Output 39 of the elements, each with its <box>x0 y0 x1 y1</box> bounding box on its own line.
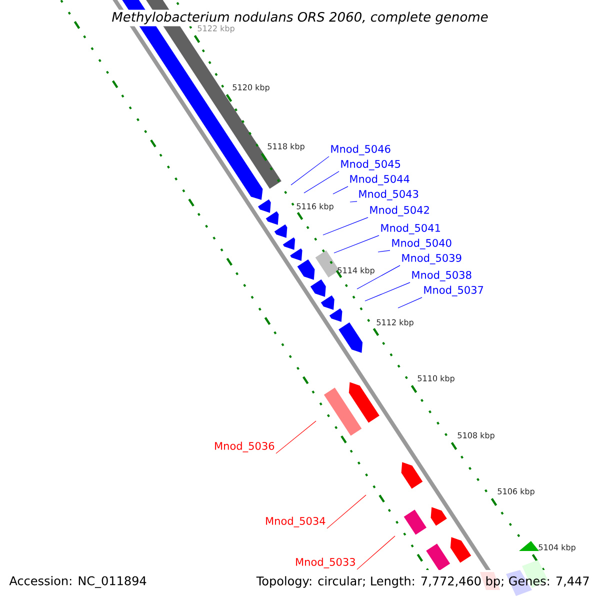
tick-label: 5106 kbp <box>498 488 534 496</box>
tick-label: 5112 kbp <box>376 319 414 327</box>
genome-stats-label: Topology: circular; Length: 7,772,460 bp; Genes: 7,447 <box>256 576 589 588</box>
tick-label: 5104 kbp <box>538 544 576 552</box>
leader-line <box>276 420 316 454</box>
leader-line <box>304 171 340 194</box>
leader-line <box>322 217 368 236</box>
tick-label: 5108 kbp <box>458 432 494 440</box>
gene-label: Mnod_5039 <box>402 254 462 264</box>
tick-label: 5116 kbp <box>296 203 334 211</box>
gene-label: Mnod_5041 <box>381 224 440 234</box>
leader-line <box>378 250 390 252</box>
leader-line <box>364 282 410 302</box>
gene-label: Mnod_5043 <box>359 190 418 200</box>
accession-label: Accession: NC_011894 <box>9 576 146 588</box>
gene-label: Mnod_5044 <box>350 174 410 186</box>
gene-label: Mnod_5040 <box>392 238 452 250</box>
gene-label: Mnod_5038 <box>412 270 472 282</box>
gene-label: Mnod_5046 <box>331 144 390 156</box>
leader-line <box>326 494 366 529</box>
gene-label: Mnod_5036 <box>215 442 274 452</box>
gene-label: Mnod_5037 <box>424 286 484 296</box>
leader-line <box>334 235 380 254</box>
gene-label: Mnod_5033 <box>296 558 355 568</box>
leader-line <box>398 297 422 308</box>
tick-label: 5120 kbp <box>232 84 270 92</box>
title: Methylobacterium nodulans ORS 2060, complete genome <box>110 10 490 26</box>
tick-label: 5110 kbp <box>418 375 454 383</box>
tick-label: 5118 kbp <box>268 143 304 151</box>
leader-line <box>290 156 330 186</box>
tick-label: 5114 kbp <box>338 267 374 275</box>
leader-line <box>350 201 358 202</box>
gene-label: Mnod_5045 <box>341 160 400 170</box>
gene-label: Mnod_5042 <box>370 206 429 216</box>
leader-line <box>356 265 400 290</box>
tick-label: 5122 kbp <box>198 25 234 33</box>
gene-label: Mnod_5034 <box>266 516 326 528</box>
leader-line <box>356 536 396 570</box>
leader-line <box>332 186 348 194</box>
